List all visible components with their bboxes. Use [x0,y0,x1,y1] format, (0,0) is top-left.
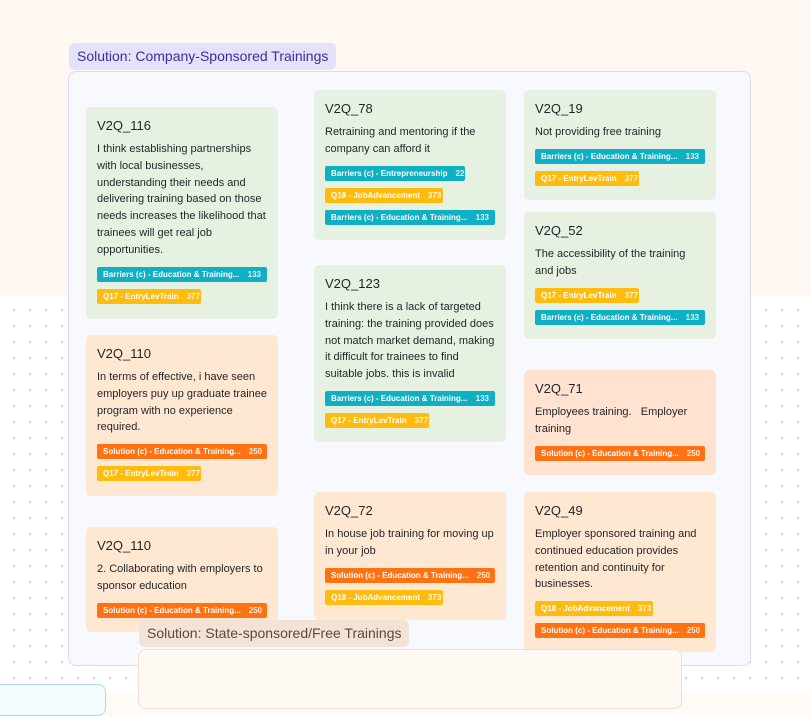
code-tag-barriers-education[interactable]: Barriers (c) - Education & Training...13… [535,309,705,325]
card-text: Retraining and mentoring if the company … [325,126,479,155]
card-id: V2Q_72 [325,503,373,518]
card-text: I think there is a lack of targeted trai… [325,301,498,381]
card-id: V2Q_71 [535,381,583,396]
group-title-state-sponsored[interactable]: Solution: State-sponsored/Free Trainings [139,620,410,647]
card-text: Employees training. Employer training [535,406,691,435]
card-text: Employer sponsored training and continue… [535,528,700,591]
card-id: V2Q_110 [97,538,151,553]
group-title[interactable]: Solution: Company-Sponsored Trainings [69,43,337,70]
card-id: V2Q_19 [535,101,583,116]
card-text: In terms of effective, i have seen emplo… [97,371,271,434]
code-tag-barriers-education[interactable]: Barriers (c) - Education & Training...13… [97,266,267,282]
card-text: Not providing free training [535,126,661,138]
note-card[interactable]: V2Q_110 In terms of effective, i have se… [86,335,278,496]
note-card[interactable]: V2Q_78 Retraining and mentoring if the c… [314,90,506,240]
card-id: V2Q_49 [535,503,583,518]
card-text: The accessibility of the training and jo… [535,248,689,277]
code-tag-solution-education[interactable]: Solution (c) - Education & Training...25… [535,623,705,639]
card-id: V2Q_110 [97,346,151,361]
note-card[interactable]: V2Q_19 Not providing free training Barri… [524,90,716,200]
group-state-sponsored-trainings[interactable] [138,649,682,709]
note-card[interactable]: V2Q_52 The accessibility of the training… [524,212,716,339]
note-card[interactable]: V2Q_110 2. Collaborating with employers … [86,527,278,632]
code-tag-barriers-education[interactable]: Barriers (c) - Education & Training...13… [535,148,705,164]
code-tag-barriers-education[interactable]: Barriers (c) - Education & Training...13… [325,390,495,406]
note-card[interactable]: V2Q_71 Employees training. Employer trai… [524,370,716,475]
code-tag-barriers-education[interactable]: Barriers (c) - Education & Training...13… [325,209,495,225]
card-id: V2Q_52 [535,223,583,238]
card-text: I think establishing partnerships with l… [97,143,269,256]
note-card[interactable]: V2Q_49 Employer sponsored training and c… [524,492,716,652]
card-id: V2Q_116 [97,118,151,133]
code-tag-solution-education[interactable]: Solution (c) - Education & Training...25… [97,444,267,460]
note-card[interactable]: V2Q_123 I think there is a lack of targe… [314,265,506,442]
note-card[interactable]: V2Q_72 In house job training for moving … [314,492,506,620]
card-id: V2Q_123 [325,276,380,291]
offscreen-group-edge [0,684,106,716]
note-card[interactable]: V2Q_116 I think establishing partnership… [86,107,278,319]
card-id: V2Q_78 [325,101,373,116]
card-text: In house job training for moving up in y… [325,528,497,557]
code-tag-solution-education[interactable]: Solution (c) - Education & Training...25… [97,602,267,618]
card-text: 2. Collaborating with employers to spons… [97,563,266,592]
code-tag-solution-education[interactable]: Solution (c) - Education & Training...25… [325,567,495,583]
code-tag-solution-education[interactable]: Solution (c) - Education & Training...25… [535,445,705,461]
